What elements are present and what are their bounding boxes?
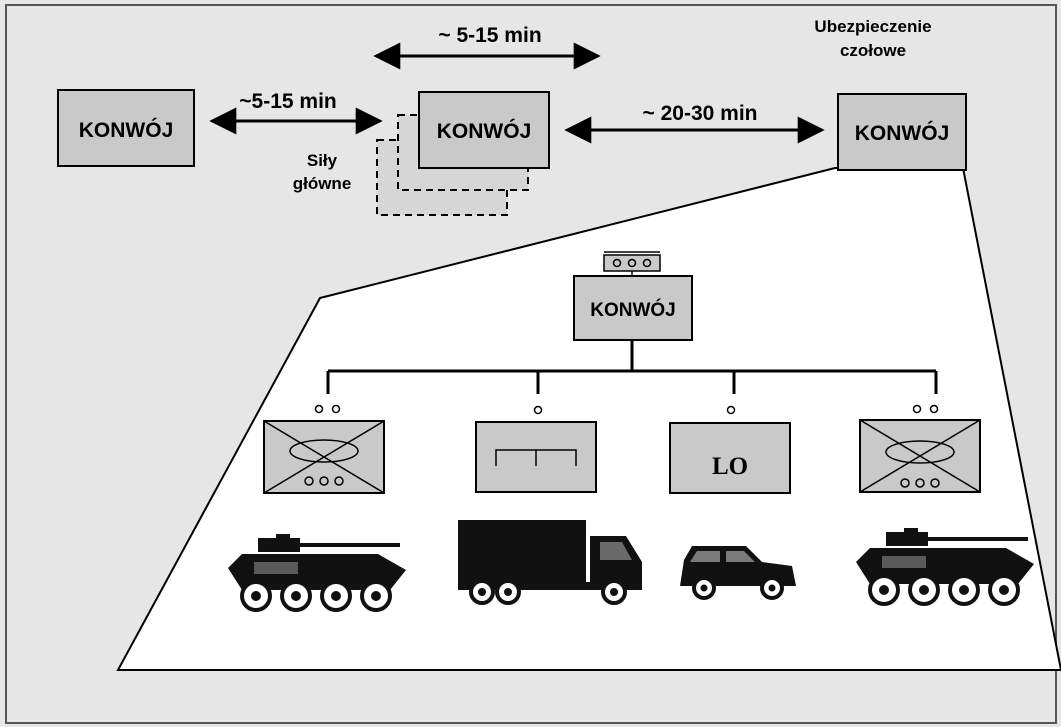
convoy-label-left: KONWÓJ <box>79 118 174 142</box>
convoy-label-vanguard: KONWÓJ <box>855 121 950 145</box>
convoy-label-main: KONWÓJ <box>437 119 532 143</box>
right-gap-label: ~ 20-30 min <box>643 102 758 125</box>
main-forces-label-2: główne <box>293 174 352 193</box>
hq-label: KONWÓJ <box>590 299 676 321</box>
main-forces-label-1: Siły <box>307 151 338 170</box>
vanguard-label-2: czołowe <box>840 41 906 60</box>
lo-unit-text: LO <box>712 453 748 480</box>
vanguard-label-1: Ubezpieczenie <box>814 17 931 36</box>
left-gap-label: ~5-15 min <box>239 90 336 113</box>
top-gap-label: ~ 5-15 min <box>438 24 541 47</box>
